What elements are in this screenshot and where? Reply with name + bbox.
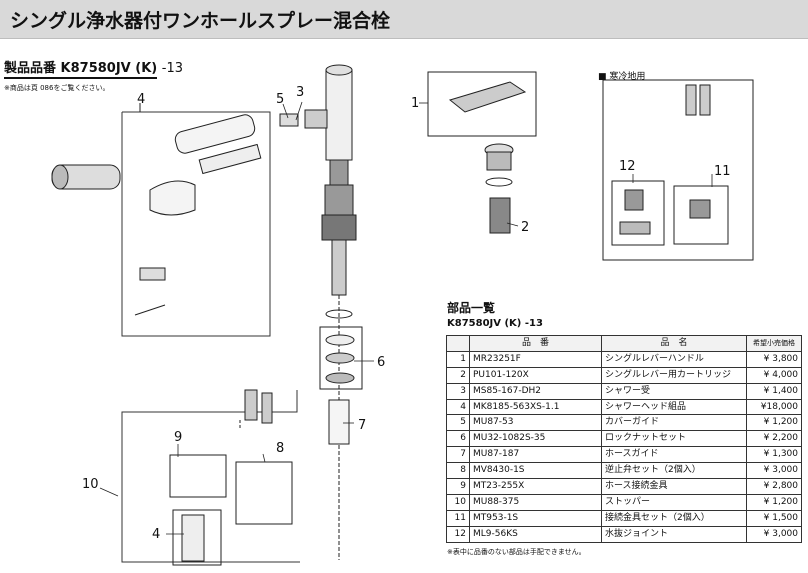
cell-no: 5 [446, 414, 470, 432]
cell-no: 2 [446, 366, 470, 384]
cell-name: シングルレバー用カートリッジ [601, 366, 747, 384]
cell-name: 水抜ジョイント [601, 525, 747, 543]
cell-code: ML9-56KS [469, 525, 602, 543]
cell-no: 7 [446, 446, 470, 464]
callout-5: 5 [276, 92, 284, 107]
cell-code: MU87-53 [469, 414, 602, 432]
product-code: 製品品番 K87580JV (K) -13 [4, 57, 183, 79]
cell-code: MT953-1S [469, 509, 602, 527]
cell-no: 10 [446, 493, 470, 511]
col-code: 品 番 [469, 335, 602, 352]
cell-no: 3 [446, 382, 470, 400]
product-label: 製品品番 [4, 61, 57, 76]
cell-name: シャワーヘッド組品 [601, 398, 747, 416]
parts-list-title: 部品一覧 [447, 301, 496, 315]
callout-9: 9 [174, 430, 182, 445]
cell-price: ¥ 3,000 [746, 462, 802, 480]
cell-price: ¥ 1,200 [746, 493, 802, 511]
cell-name: シャワー受 [601, 382, 747, 400]
cell-no: 12 [446, 525, 470, 543]
cell-no: 8 [446, 462, 470, 480]
col-no [446, 335, 470, 352]
cell-code: MV8430-1S [469, 462, 602, 480]
title-bar: シングル浄水器付ワンホールスプレー混合栓 [0, 0, 808, 39]
cell-price: ¥ 1,400 [746, 382, 802, 400]
cell-name: シングルレバーハンドル [601, 350, 747, 368]
callout-4-top: 4 [137, 92, 145, 107]
cell-name: ストッパー [601, 493, 747, 511]
col-name: 品 名 [601, 335, 747, 352]
cell-no: 9 [446, 478, 470, 495]
table-header-row: 品 番 品 名 希望小売価格 [446, 335, 802, 352]
cell-code: MR23251F [469, 350, 602, 368]
callout-11: 11 [714, 164, 731, 179]
cell-code: MT23-255X [469, 478, 602, 495]
product-note: ※商品は頁 086をご覧ください。 [4, 84, 110, 92]
cell-price: ¥ 4,000 [746, 366, 802, 384]
cell-name: カバーガイド [601, 414, 747, 432]
parts-footnote: ※表中に品番のない部品は手配できません。 [447, 548, 586, 556]
callout-8: 8 [276, 441, 284, 456]
cell-code: MU87-187 [469, 446, 602, 464]
callout-10: 10 [82, 477, 99, 492]
cell-price: ¥18,000 [746, 398, 802, 416]
cell-price: ¥ 1,200 [746, 414, 802, 432]
product-model: K87580JV (K) [60, 61, 158, 76]
callout-7: 7 [358, 418, 366, 433]
cell-code: MU88-375 [469, 493, 602, 511]
cell-price: ¥ 2,200 [746, 430, 802, 448]
cell-no: 6 [446, 430, 470, 448]
cell-name: 逆止弁セット（2個入） [601, 462, 747, 480]
page-title: シングル浄水器付ワンホールスプレー混合栓 [10, 10, 391, 32]
cell-code: MU32-1082S-35 [469, 430, 602, 448]
cold-region-label: ■ 寒冷地用 [598, 72, 646, 82]
cell-code: PU101-120X [469, 366, 602, 384]
callout-2: 2 [521, 220, 529, 235]
cell-no: 4 [446, 398, 470, 416]
cell-price: ¥ 2,800 [746, 478, 802, 495]
cell-name: ロックナットセット [601, 430, 747, 448]
callout-3: 3 [296, 85, 304, 100]
callout-1: 1 [411, 96, 419, 111]
cell-price: ¥ 1,500 [746, 509, 802, 527]
col-price: 希望小売価格 [746, 335, 802, 352]
cell-code: MS85-167-DH2 [469, 382, 602, 400]
cell-no: 11 [446, 509, 470, 527]
cell-code: MK8185-563XS-1.1 [469, 398, 602, 416]
cell-price: ¥ 3,000 [746, 525, 802, 543]
product-suffix: -13 [161, 61, 183, 76]
cell-price: ¥ 3,800 [746, 350, 802, 368]
cell-price: ¥ 1,300 [746, 446, 802, 464]
cell-no: 1 [446, 350, 470, 368]
callout-4-bottom: 4 [152, 527, 160, 542]
cell-name: 接続金具セット（2個入） [601, 509, 747, 527]
cell-name: ホース接続金具 [601, 478, 747, 495]
callout-12: 12 [619, 159, 636, 174]
callout-6: 6 [377, 355, 385, 370]
parts-list-model: K87580JV (K) -13 [447, 318, 543, 329]
cell-name: ホースガイド [601, 446, 747, 464]
